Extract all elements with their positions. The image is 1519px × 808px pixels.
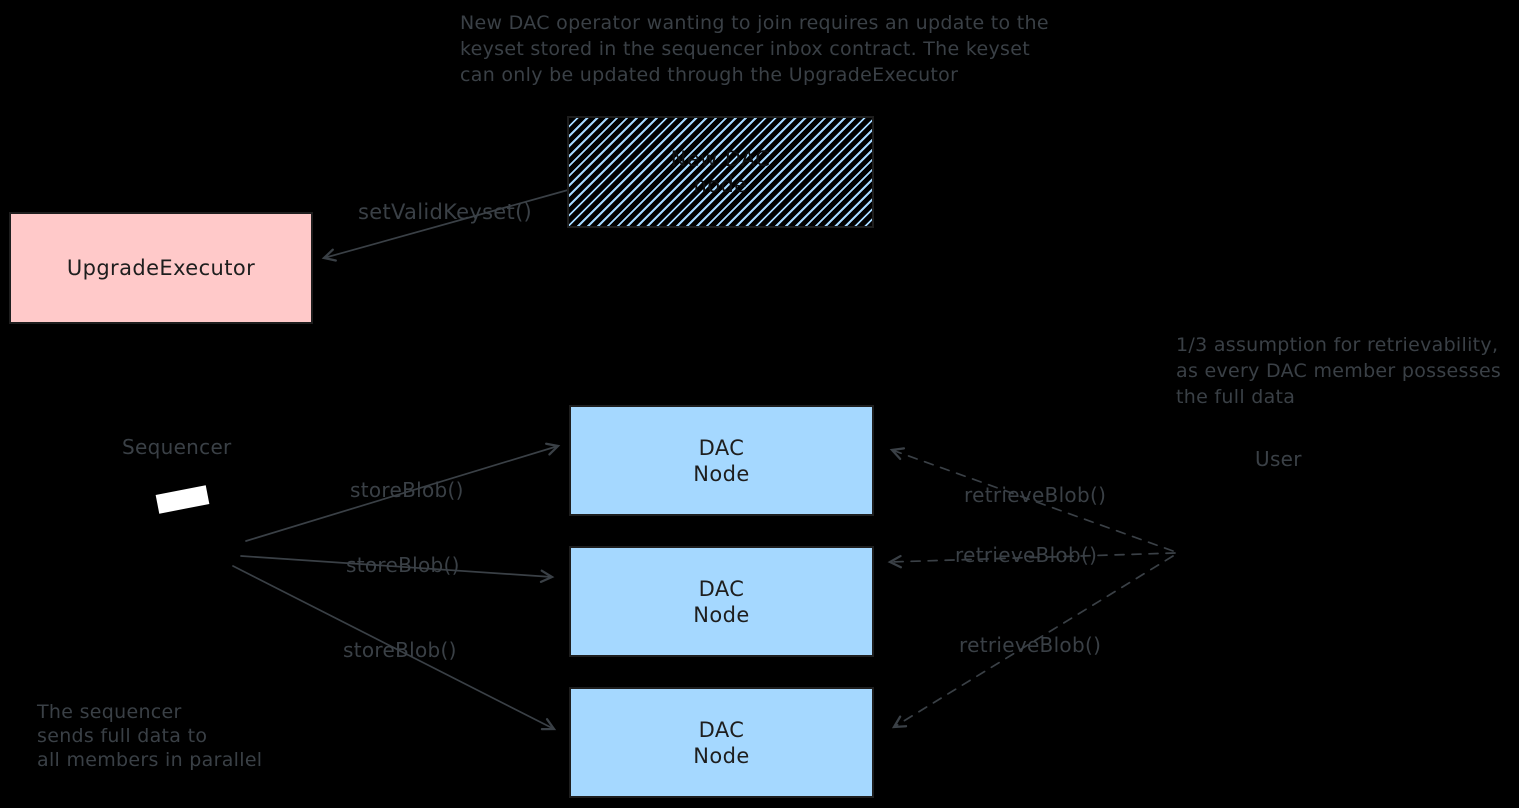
- store-blob-label-3: storeBlob(): [343, 638, 457, 662]
- retrieve-blob-label-1: retrieveBlob(): [964, 483, 1107, 507]
- store-blob-label-1: storeBlob(): [350, 478, 464, 502]
- new-dac-node-label-line1: New DAC: [670, 147, 771, 171]
- note-line: keyset stored in the sequencer inbox con…: [460, 38, 1030, 60]
- new-dac-node-box: New DAC node: [567, 116, 874, 228]
- new-dac-node-label-line2: node: [693, 173, 748, 197]
- note-sequencer-parallel: The sequencer sends full data to all mem…: [37, 700, 262, 772]
- note-line: New DAC operator wanting to join require…: [460, 12, 1049, 34]
- note-line: can only be updated through the UpgradeE…: [460, 64, 959, 86]
- set-valid-keyset-label: setValidKeyset(): [358, 200, 533, 224]
- user-label: User: [1255, 447, 1302, 471]
- store-blob-label-2: storeBlob(): [346, 553, 460, 577]
- note-line: 1/3 assumption for retrievability,: [1176, 334, 1499, 356]
- note-keyset-update: New DAC operator wanting to join require…: [460, 10, 1049, 88]
- dac-node-label-line2: Node: [693, 461, 750, 486]
- dac-node-label-line2: Node: [693, 743, 750, 768]
- dac-node-label-line1: DAC: [698, 435, 745, 460]
- note-line: the full data: [1176, 386, 1296, 408]
- upgrade-executor-box: UpgradeExecutor: [9, 212, 313, 324]
- retrieve-blob-label-2: retrieveBlob(): [955, 543, 1098, 567]
- note-line: as every DAC member possesses: [1176, 360, 1502, 382]
- note-line: sends full data to: [37, 725, 208, 747]
- upgrade-executor-label: UpgradeExecutor: [66, 256, 256, 280]
- dac-node-box-3: DAC Node: [569, 687, 874, 798]
- note-retrievability-assumption: 1/3 assumption for retrievability, as ev…: [1176, 332, 1501, 410]
- retrieve-blob-label-3: retrieveBlob(): [959, 633, 1102, 657]
- dac-node-label-line1: DAC: [698, 717, 745, 742]
- note-line: The sequencer: [37, 701, 182, 723]
- note-line: all members in parallel: [37, 749, 263, 771]
- sequencer-label: Sequencer: [122, 435, 232, 459]
- dac-node-box-2: DAC Node: [569, 546, 874, 657]
- dac-node-box-1: DAC Node: [569, 405, 874, 516]
- sequencer-shape: [155, 485, 210, 514]
- dac-node-label-line1: DAC: [698, 576, 745, 601]
- dac-node-label-line2: Node: [693, 602, 750, 627]
